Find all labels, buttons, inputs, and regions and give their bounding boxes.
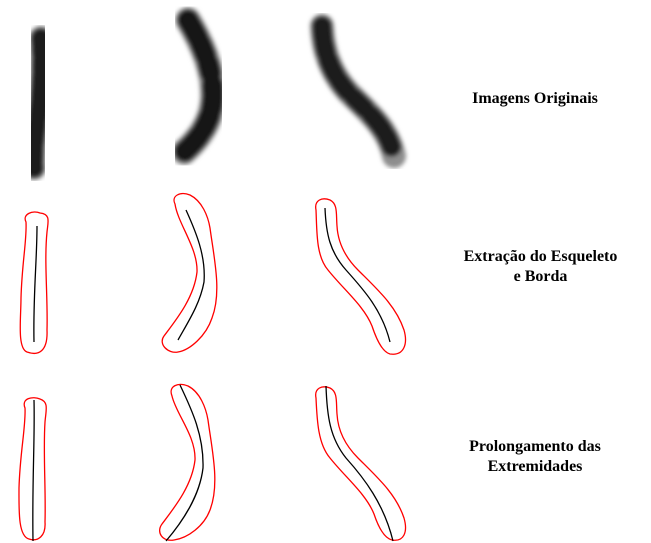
- label-line: e Borda: [430, 267, 651, 287]
- extended-chromosome-3: [316, 386, 406, 541]
- border-contour: [316, 387, 406, 540]
- skeleton-border-row: [20, 194, 405, 355]
- skeleton-line: [166, 385, 203, 541]
- original-chromosome-2: [184, 20, 213, 152]
- extended-ends-row: [19, 384, 406, 541]
- original-chromosome-1: [34, 38, 42, 168]
- skeleton-line: [33, 400, 34, 541]
- original-chromosome-3: [322, 26, 394, 156]
- label-line: Extremidades: [430, 457, 640, 477]
- label-skeleton-border: Extração do Esqueleto e Borda: [430, 247, 651, 287]
- outline-chromosome-3: [316, 199, 406, 354]
- border-contour: [160, 384, 215, 540]
- label-line: Prolongamento das: [430, 437, 640, 457]
- label-line: Extração do Esqueleto: [430, 247, 651, 267]
- skeleton-line: [326, 386, 393, 541]
- outline-chromosome-2: [162, 194, 217, 353]
- border-contour: [316, 199, 406, 354]
- extended-chromosome-2: [160, 384, 215, 541]
- skeleton-line: [325, 208, 390, 342]
- outline-chromosome-1: [20, 212, 48, 353]
- skeleton-line: [178, 210, 204, 340]
- original-images-row: [34, 20, 394, 168]
- label-extended-ends: Prolongamento das Extremidades: [430, 437, 640, 477]
- label-original-images: Imagens Originais: [430, 89, 640, 109]
- extended-chromosome-1: [19, 398, 46, 541]
- label-line: Imagens Originais: [430, 89, 640, 109]
- skeleton-line: [34, 226, 37, 342]
